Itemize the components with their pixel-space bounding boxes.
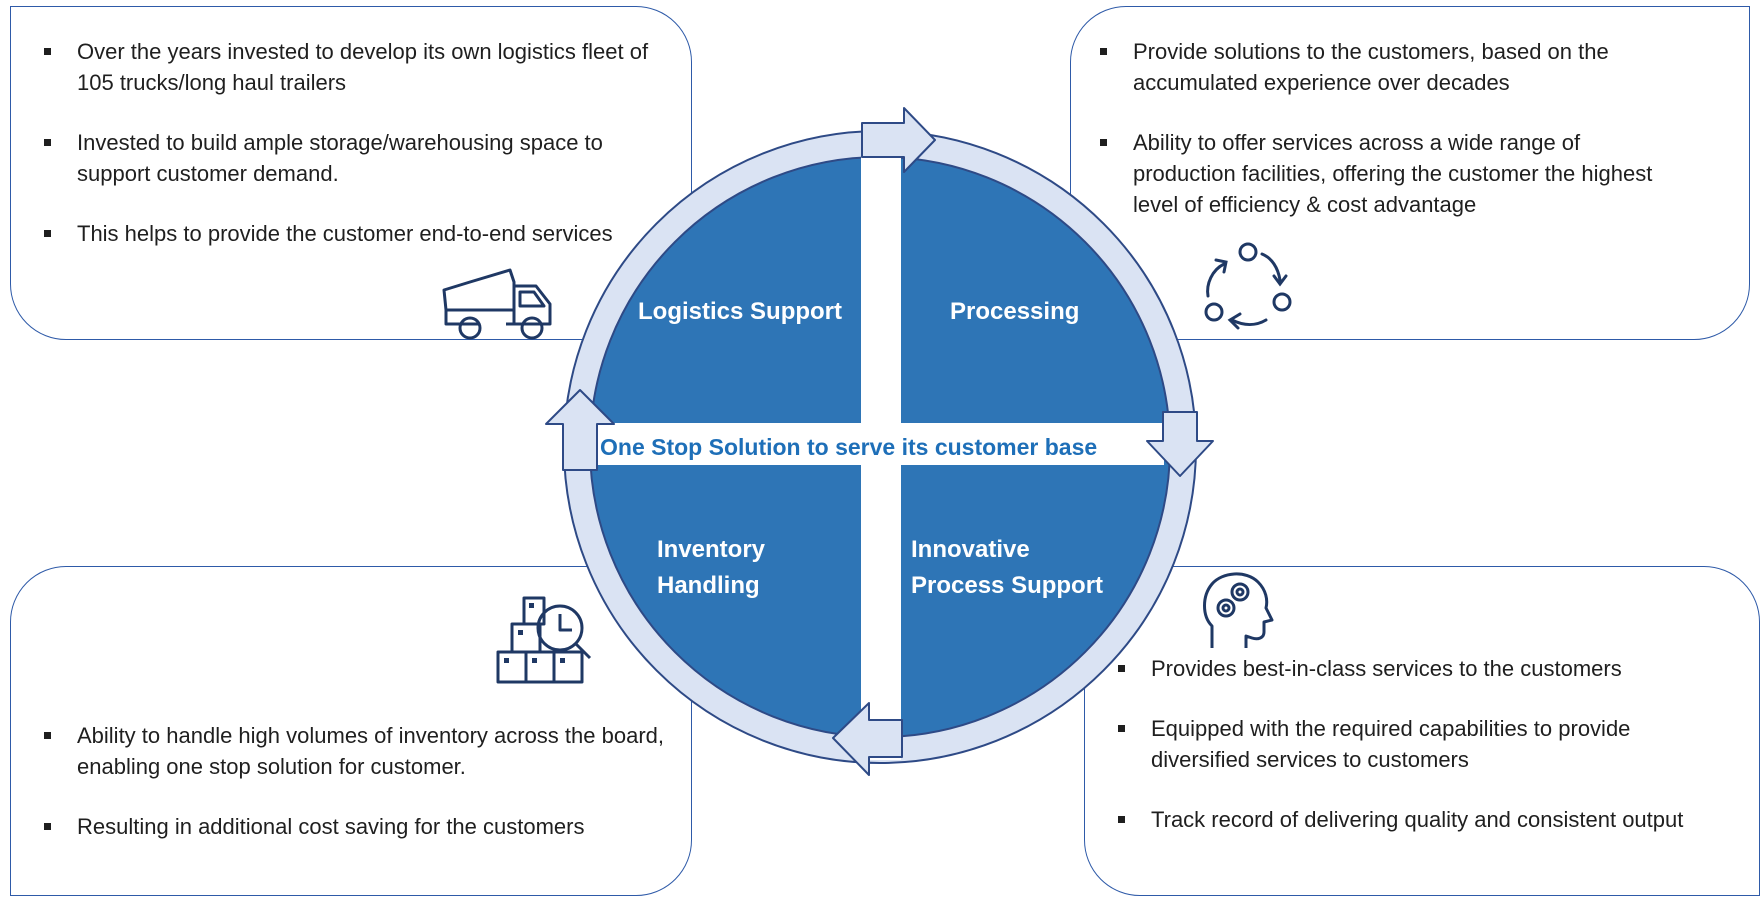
bullet-item: Ability to handle high volumes of invent… <box>44 720 674 782</box>
bullet-item: Equipped with the required capabilities … <box>1118 713 1718 775</box>
quadrant-label-logistics: Logistics Support <box>638 298 842 325</box>
bullet-item: Provides best-in-class services to the c… <box>1118 653 1718 684</box>
bullet-item: Resulting in additional cost saving for … <box>44 811 674 842</box>
arrow-top-right <box>861 107 936 173</box>
quadrant-label-line: Process Support <box>911 572 1104 599</box>
quadrant-label-line: Innovative <box>911 536 1030 563</box>
arrow-right-down <box>1146 411 1214 477</box>
bullet-list-bottom-left: Ability to handle high volumes of invent… <box>44 720 674 871</box>
arrow-bottom-left <box>832 702 903 776</box>
bullet-list-bottom-right: Provides best-in-class services to the c… <box>1118 653 1718 864</box>
panel-top-left <box>10 6 692 340</box>
bullet-item: Provide solutions to the customers, base… <box>1100 36 1633 98</box>
cross-horizontal <box>584 423 1164 465</box>
quadrant-label-line: Inventory <box>657 536 766 563</box>
bullet-item: Track record of delivering quality and c… <box>1118 804 1718 835</box>
panel-bottom-right <box>1084 566 1760 896</box>
arrow-left-up <box>545 389 615 471</box>
bullet-item: Invested to build ample storage/warehous… <box>44 127 674 189</box>
panel-top-right <box>1070 6 1750 340</box>
panel-bottom-left <box>10 566 692 896</box>
cycle-icon <box>1204 242 1292 330</box>
quadrant-label-line: Handling <box>657 572 760 599</box>
bullet-list-top-right: Provide solutions to the customers, base… <box>1100 36 1660 249</box>
bullet-item: This helps to provide the customer end-t… <box>44 218 617 249</box>
bullet-item: Ability to offer services across a wide … <box>1100 127 1660 220</box>
quadrant-label-processing: Processing <box>950 298 1080 325</box>
center-title: One Stop Solution to serve its customer … <box>600 434 1098 460</box>
quadrant-label-innovative: Innovative Process Support <box>911 532 1103 604</box>
inventory-boxes-icon <box>496 596 592 684</box>
bullet-list-top-left: Over the years invested to develop its o… <box>44 36 674 278</box>
bullet-item: Over the years invested to develop its o… <box>44 36 674 98</box>
dump-truck-icon <box>442 268 552 340</box>
head-gears-icon <box>1203 572 1274 648</box>
quadrant-label-inventory: Inventory Handling <box>657 532 765 604</box>
